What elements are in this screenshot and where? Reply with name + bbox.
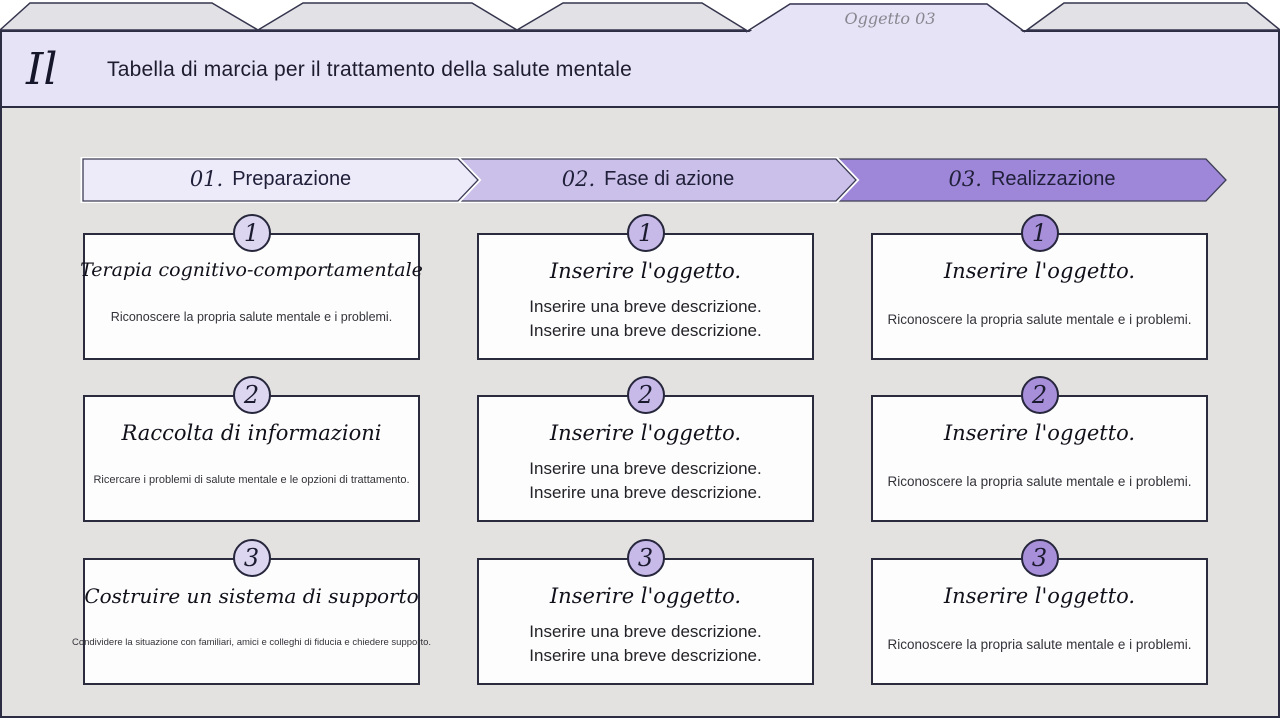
- description-line: Inserire una breve descrizione.: [529, 320, 762, 340]
- step-number-badge: 1: [626, 214, 665, 252]
- card-phase3-step2: 2 Inserire l'oggetto. Riconoscere la pro…: [871, 376, 1208, 522]
- active-tab-label[interactable]: Oggetto 03: [844, 8, 936, 28]
- card-description: Riconoscere la propria salute mentale e …: [887, 312, 1192, 327]
- phase-arrows: [80, 157, 1227, 203]
- step-number-badge: 1: [1020, 214, 1059, 252]
- card-title: Raccolta di informazioni: [121, 421, 382, 445]
- card-title-placeholder: Inserire l'oggetto.: [549, 259, 742, 283]
- step-number-badge: 1: [232, 214, 271, 252]
- folder-tab-1[interactable]: [0, 2, 261, 31]
- card-description-placeholder: Inserire una breve descrizione. Inserire…: [529, 295, 761, 343]
- card-phase2-step1: 1 Inserire l'oggetto. Inserire una breve…: [477, 214, 814, 360]
- phase-number: 03.: [948, 167, 982, 191]
- folder-tab-3[interactable]: [514, 2, 749, 31]
- card-description: Riconoscere la propria salute mentale e …: [110, 310, 393, 324]
- phase-text: Preparazione: [232, 167, 352, 190]
- folder-tab-4[interactable]: [1024, 2, 1280, 31]
- phase-text: Fase di azione: [604, 167, 735, 190]
- phase-arrow-1: [82, 158, 479, 202]
- card-title-placeholder: Inserire l'oggetto.: [549, 584, 742, 608]
- step-number-badge: 3: [1020, 539, 1059, 577]
- description-line: Inserire una breve descrizione.: [529, 622, 762, 641]
- logo-mark: Il: [26, 43, 58, 95]
- card-phase3-step3: 3 Inserire l'oggetto. Riconoscere la pro…: [871, 539, 1208, 685]
- card-phase1-step3: 3 Costruire un sistema di supporto Condi…: [72, 539, 431, 685]
- description-line: Inserire una breve descrizione.: [529, 459, 762, 478]
- card-title-placeholder: Inserire l'oggetto.: [943, 259, 1136, 283]
- step-number-badge: 3: [232, 539, 271, 577]
- folder-tab-active[interactable]: [748, 3, 1024, 33]
- card-description-placeholder: Inserire una breve descrizione. Inserire…: [529, 457, 761, 505]
- step-number-badge: 2: [232, 376, 271, 414]
- card-title-placeholder: Inserire l'oggetto.: [943, 421, 1136, 445]
- card-description: Riconoscere la propria salute mentale e …: [887, 637, 1192, 652]
- phase-label-3: 03. Realizzazione: [838, 157, 1226, 201]
- phase-label-1: 01. Preparazione: [83, 157, 458, 201]
- phase-number: 02.: [561, 167, 596, 191]
- card-description-placeholder: Inserire una breve descrizione. Inserire…: [529, 620, 761, 668]
- phase-number: 01.: [189, 167, 224, 191]
- step-number-badge: 2: [1020, 376, 1059, 414]
- card-description: Ricercare i problemi di salute mentale e…: [93, 474, 410, 486]
- description-line: Inserire una breve descrizione.: [529, 482, 762, 502]
- card-phase1-step2: 2 Raccolta di informazioni Ricercare i p…: [83, 376, 420, 522]
- phase-label-2: 02. Fase di azione: [460, 157, 836, 201]
- card-title-placeholder: Inserire l'oggetto.: [549, 421, 742, 445]
- folder-tabs-band: [0, 2, 1280, 33]
- phase-text: Realizzazione: [990, 167, 1116, 190]
- step-number-badge: 3: [626, 539, 665, 577]
- card-phase1-step1: 1 Terapia cognitivo-comportamentale Rico…: [80, 214, 423, 360]
- card-title: Costruire un sistema di supporto: [84, 584, 419, 608]
- card-description: Condividere la situazione con familiari,…: [71, 637, 432, 648]
- card-phase3-step1: 1 Inserire l'oggetto. Riconoscere la pro…: [871, 214, 1208, 360]
- header-bar: [2, 32, 1278, 108]
- card-description: Riconoscere la propria salute mentale e …: [887, 474, 1192, 489]
- folder-tab-active-outline: [745, 3, 1026, 33]
- description-line: Inserire una breve descrizione.: [529, 297, 762, 316]
- card-title: Terapia cognitivo-comportamentale: [80, 259, 423, 281]
- page-title: Tabella di marcia per il trattamento del…: [107, 58, 632, 81]
- folder-tab-2[interactable]: [255, 2, 520, 31]
- card-phase2-step3: 3 Inserire l'oggetto. Inserire una breve…: [477, 539, 814, 685]
- description-line: Inserire una breve descrizione.: [529, 645, 762, 665]
- step-number-badge: 2: [626, 376, 665, 414]
- card-phase2-step2: 2 Inserire l'oggetto. Inserire una breve…: [477, 376, 814, 522]
- card-title-placeholder: Inserire l'oggetto.: [943, 584, 1136, 608]
